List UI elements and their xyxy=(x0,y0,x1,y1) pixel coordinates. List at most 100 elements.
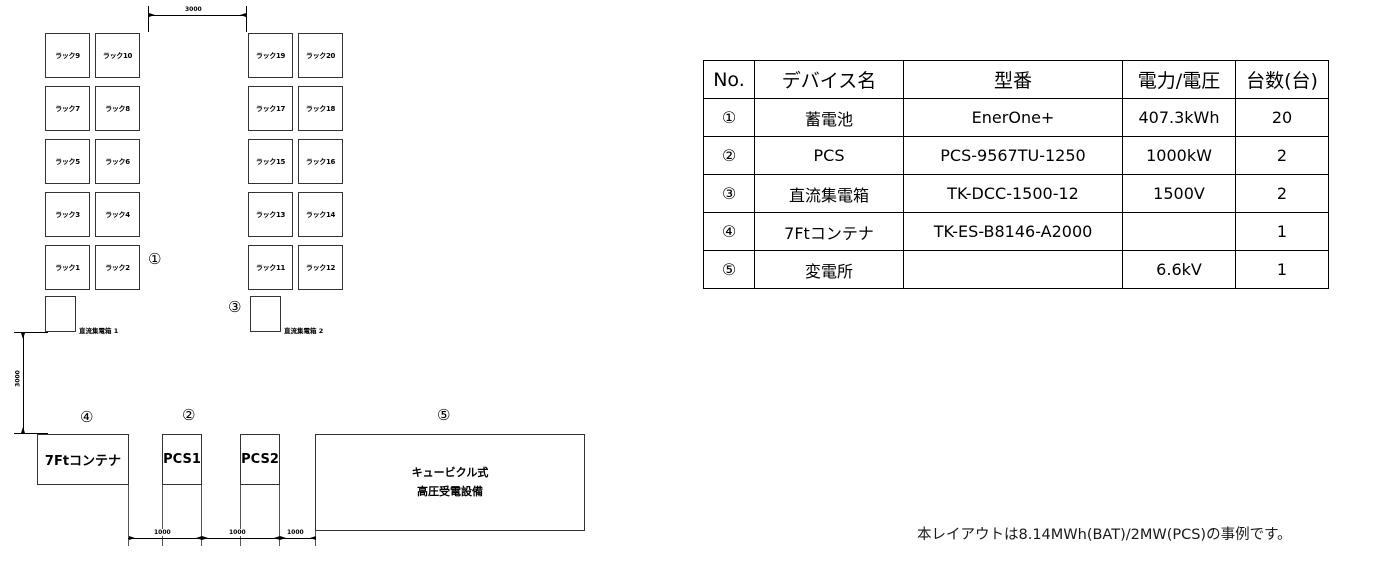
cell-model xyxy=(903,250,1123,289)
table-header-row: No. デバイス名 型番 電力/電圧 台数(台) xyxy=(703,60,1329,99)
dim-left-bottom-tick xyxy=(14,433,48,434)
dim-gap2-label: 1000 xyxy=(227,529,248,536)
dim-top-right-tick xyxy=(246,6,247,32)
marker-pcs: ② xyxy=(182,406,196,424)
rack-box: ラック1 xyxy=(45,245,90,290)
cell-device: PCS xyxy=(754,136,904,175)
ext-line-pcs2-right xyxy=(279,485,280,546)
rack-box: ラック4 xyxy=(95,192,140,237)
rack-box: ラック20 xyxy=(298,33,343,78)
cell-no: ① xyxy=(703,98,755,137)
table-header-cell: 電力/電圧 xyxy=(1122,60,1236,99)
marker-container: ④ xyxy=(80,408,94,426)
rack-box: ラック18 xyxy=(298,86,343,131)
rack-box: ラック2 xyxy=(95,245,140,290)
cell-no: ⑤ xyxy=(703,250,755,289)
cubicle-label-line2: 高圧受電設備 xyxy=(417,484,483,498)
ext-line-pcs2-left xyxy=(240,485,241,546)
specification-table: No. デバイス名 型番 電力/電圧 台数(台) ① 蓄電池 EnerOne+ … xyxy=(703,60,1329,289)
rack-box: ラック15 xyxy=(248,139,293,184)
dim-left-line xyxy=(23,332,24,433)
cell-power: 6.6kV xyxy=(1122,250,1236,289)
table-row: ③ 直流集電箱 TK-DCC-1500-12 1500V 2 xyxy=(703,174,1329,213)
cell-model: EnerOne+ xyxy=(903,98,1123,137)
cell-device: 直流集電箱 xyxy=(754,174,904,213)
cell-model: PCS-9567TU-1250 xyxy=(903,136,1123,175)
cell-qty: 20 xyxy=(1235,98,1329,137)
table-row: ② PCS PCS-9567TU-1250 1000kW 2 xyxy=(703,136,1329,175)
cubicle-label-line1: キュービクル式 xyxy=(411,465,489,479)
ext-line-pcs1-left xyxy=(162,485,163,546)
dim-top-arrow-left xyxy=(149,12,155,17)
rack-box: ラック9 xyxy=(45,33,90,78)
dim-gap3-arrow-right xyxy=(310,535,316,540)
cubicle-box: キュービクル式 高圧受電設備 xyxy=(315,434,585,531)
cell-power: 407.3kWh xyxy=(1122,98,1236,137)
rack-box: ラック17 xyxy=(248,86,293,131)
rack-box: ラック13 xyxy=(248,192,293,237)
rack-box: ラック8 xyxy=(95,86,140,131)
rack-box: ラック7 xyxy=(45,86,90,131)
cell-model: TK-ES-B8146-A2000 xyxy=(903,212,1123,251)
dim-gap2-line xyxy=(201,538,280,539)
dim-gap3-line xyxy=(279,538,316,539)
table-row: ⑤ 変電所 6.6kV 1 xyxy=(703,250,1329,289)
rack-box: ラック11 xyxy=(248,245,293,290)
dim-gap3-arrow-left xyxy=(280,535,286,540)
dim-left-arrow-bottom xyxy=(20,427,25,433)
dim-gap2-arrow-right xyxy=(274,535,280,540)
dim-top-arrow-right xyxy=(240,12,246,17)
cell-qty: 1 xyxy=(1235,250,1329,289)
table-header-cell: 型番 xyxy=(903,60,1123,99)
rack-box: ラック16 xyxy=(298,139,343,184)
dc-collector-box-1-label: 直流集電箱 1 xyxy=(79,327,119,335)
dim-top-label: 3000 xyxy=(183,6,204,13)
table-row: ④ 7Ftコンテナ TK-ES-B8146-A2000 1 xyxy=(703,212,1329,251)
ext-line-pcs1-right xyxy=(201,485,202,546)
dc-collector-box-2-label: 直流集電箱 2 xyxy=(284,327,324,335)
rack-box: ラック14 xyxy=(298,192,343,237)
marker-dc-collector: ③ xyxy=(228,298,242,316)
dim-gap3-label: 1000 xyxy=(285,529,306,536)
dim-top-left-tick xyxy=(148,6,149,32)
dim-gap1-arrow-left xyxy=(129,535,135,540)
rack-box: ラック6 xyxy=(95,139,140,184)
rack-box: ラック5 xyxy=(45,139,90,184)
dim-top-line xyxy=(148,15,246,16)
cell-no: ③ xyxy=(703,174,755,213)
cell-device: 変電所 xyxy=(754,250,904,289)
dc-collector-box-2 xyxy=(250,296,281,332)
dim-gap2-arrow-left xyxy=(202,535,208,540)
table-header-cell: No. xyxy=(703,60,755,99)
cell-qty: 2 xyxy=(1235,136,1329,175)
table-header-cell: デバイス名 xyxy=(754,60,904,99)
table-row: ① 蓄電池 EnerOne+ 407.3kWh 20 xyxy=(703,98,1329,137)
pcs2-box: PCS2 xyxy=(240,434,280,485)
cell-device: 蓄電池 xyxy=(754,98,904,137)
pcs1-box: PCS1 xyxy=(162,434,202,485)
cell-device: 7Ftコンテナ xyxy=(754,212,904,251)
cell-no: ② xyxy=(703,136,755,175)
dim-gap1-label: 1000 xyxy=(152,529,173,536)
layout-caption: 本レイアウトは8.14MWh(BAT)/2MW(PCS)の事例です。 xyxy=(917,527,1292,543)
rack-box: ラック12 xyxy=(298,245,343,290)
marker-substation: ⑤ xyxy=(437,406,451,424)
container-box: 7Ftコンテナ xyxy=(37,434,129,485)
dc-collector-box-1 xyxy=(45,296,76,332)
cell-qty: 2 xyxy=(1235,174,1329,213)
marker-battery: ① xyxy=(148,250,162,268)
cell-power xyxy=(1122,212,1236,251)
table-header-cell: 台数(台) xyxy=(1235,60,1329,99)
dim-left-top-tick xyxy=(14,332,48,333)
cell-power: 1500V xyxy=(1122,174,1236,213)
rack-box: ラック10 xyxy=(95,33,140,78)
cell-no: ④ xyxy=(703,212,755,251)
dim-left-arrow-top xyxy=(20,333,25,339)
rack-box: ラック19 xyxy=(248,33,293,78)
cell-power: 1000kW xyxy=(1122,136,1236,175)
rack-box: ラック3 xyxy=(45,192,90,237)
dim-left-label: 3000 xyxy=(14,370,22,387)
dim-gap1-line xyxy=(128,538,202,539)
cell-qty: 1 xyxy=(1235,212,1329,251)
